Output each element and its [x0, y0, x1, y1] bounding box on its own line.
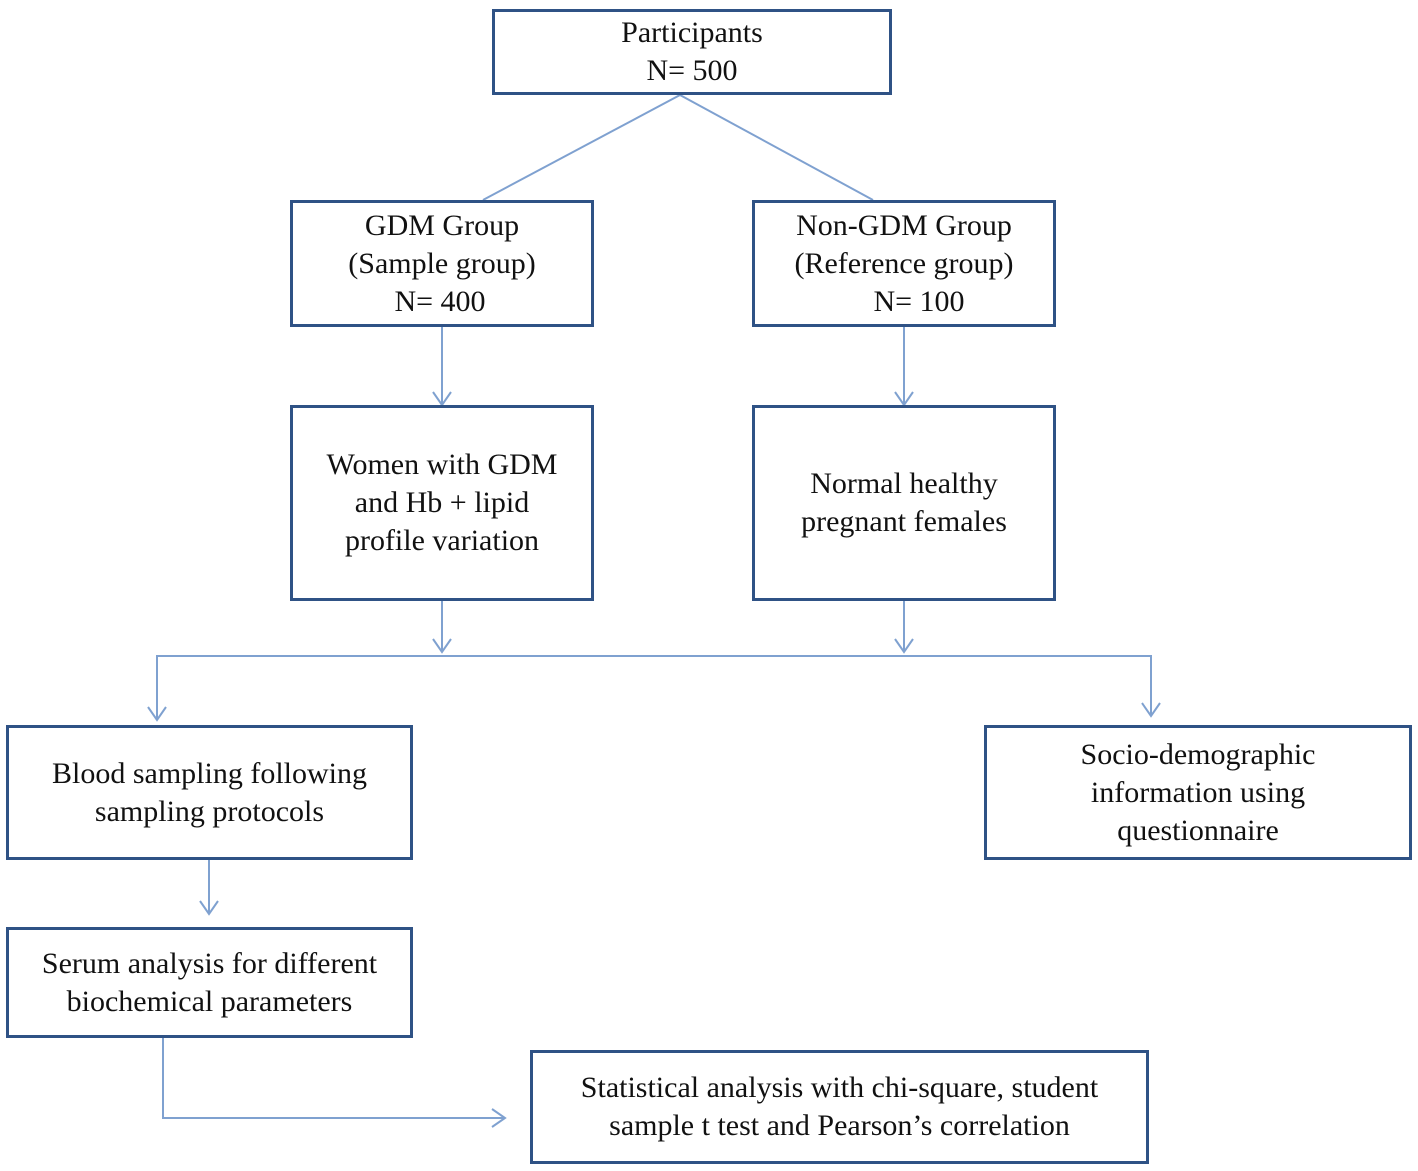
- statistical-analysis-line2: sample t test and Pearson’s correlation: [609, 1109, 1070, 1142]
- socio-demographic-line2: information using: [1090, 775, 1306, 809]
- socio-demographic-line3: questionnaire: [1117, 813, 1279, 847]
- arrowhead: [1141, 702, 1161, 718]
- gdm-women-line3: profile variation: [344, 524, 540, 557]
- gdm-group-title: GDM Group: [364, 208, 520, 242]
- merge-line: [156, 655, 1152, 720]
- non-gdm-group-title: Non-GDM Group: [796, 208, 1012, 242]
- gdm-group-box: GDM Group (Sample group) N= 400: [290, 200, 594, 327]
- connector-participants-to-gdm: [482, 94, 681, 201]
- blood-sampling-box: Blood sampling following sampling protoc…: [6, 725, 413, 860]
- serum-analysis-line1: Serum analysis for different: [41, 946, 378, 980]
- blood-sampling-line2: sampling protocols: [94, 794, 325, 828]
- participants-box: Participants N= 500: [492, 9, 892, 95]
- connector-participants-to-nongdm: [679, 94, 874, 201]
- non-gdm-group-box: Non-GDM Group (Reference group) N= 100: [752, 200, 1056, 327]
- normal-women-line2: pregnant females: [801, 505, 1007, 538]
- non-gdm-group-subtitle: (Reference group): [794, 246, 1014, 280]
- normal-women-box: Normal healthy pregnant females: [752, 405, 1056, 601]
- gdm-women-line2: and Hb + lipid: [354, 486, 530, 519]
- arrow-serum-to-stats: [162, 1038, 505, 1119]
- statistical-analysis-box: Statistical analysis with chi-square, st…: [530, 1050, 1149, 1164]
- gdm-women-line1: Women with GDM: [326, 448, 558, 481]
- statistical-analysis-line1: Statistical analysis with chi-square, st…: [580, 1071, 1099, 1104]
- arrowhead: [432, 638, 452, 654]
- participants-title: Participants: [621, 16, 763, 49]
- arrowhead: [147, 706, 167, 722]
- gdm-group-subtitle: (Sample group): [348, 246, 536, 280]
- arrowhead: [491, 1108, 507, 1128]
- socio-demographic-line1: Socio-demographic: [1080, 737, 1316, 771]
- normal-women-line1: Normal healthy: [810, 467, 998, 500]
- non-gdm-group-count: N= 100: [873, 284, 965, 318]
- participants-count: N= 500: [646, 54, 738, 87]
- serum-analysis-box: Serum analysis for different biochemical…: [6, 927, 413, 1038]
- arrowhead: [894, 638, 914, 654]
- gdm-group-count: N= 400: [394, 284, 486, 318]
- gdm-women-box: Women with GDM and Hb + lipid profile va…: [290, 405, 594, 601]
- serum-analysis-line2: biochemical parameters: [66, 984, 353, 1018]
- socio-demographic-box: Socio-demographic information using ques…: [984, 725, 1412, 860]
- blood-sampling-line1: Blood sampling following: [52, 756, 367, 790]
- arrowhead: [199, 900, 219, 916]
